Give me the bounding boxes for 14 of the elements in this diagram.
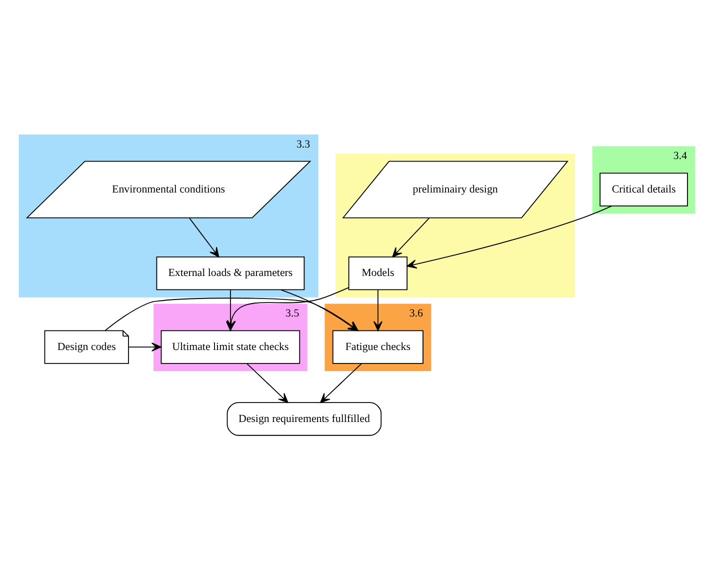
node-box: Design requirements fullfilled (226, 402, 382, 436)
node-box: External loads & parameters (156, 256, 305, 290)
node-box: Fatigue checks (332, 330, 424, 364)
arrow (373, 289, 382, 332)
arrow (246, 363, 288, 403)
arrow (189, 218, 220, 258)
arrow (392, 218, 430, 258)
node-box: Ultimate limit state checks (160, 330, 300, 364)
arrow (320, 363, 362, 403)
arrow (128, 342, 162, 352)
cluster (336, 154, 576, 298)
node-box: Critical details (600, 172, 688, 206)
arrow (406, 206, 612, 269)
node-box: Models (348, 256, 408, 290)
